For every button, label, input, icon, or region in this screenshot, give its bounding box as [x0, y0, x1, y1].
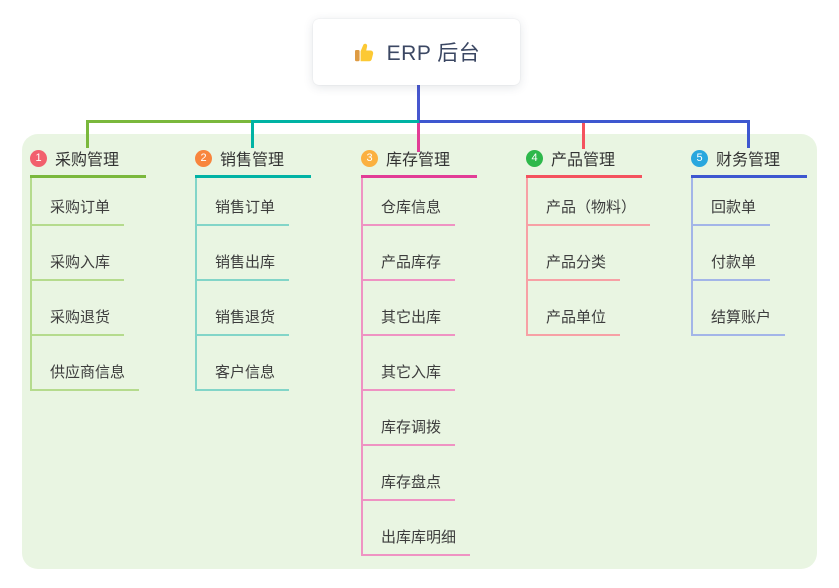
branch-children: 仓库信息 产品库存 其它出库 其它入库 库存调拨 库存盘点 出库库明细: [361, 178, 477, 556]
mindmap-node[interactable]: 产品单位: [528, 281, 621, 336]
mindmap-background-panel: [22, 134, 817, 569]
branch-finance: 5 财务管理 回款单 付款单 结算账户: [691, 146, 807, 336]
branch-label: 库存管理: [386, 152, 451, 169]
branch-label: 财务管理: [716, 152, 781, 169]
mindmap-node[interactable]: 产品（物料）: [528, 178, 651, 226]
mindmap-node[interactable]: 供应商信息: [32, 336, 140, 391]
connector-drop-branch1: [86, 120, 89, 148]
branch-purchase: 1 采购管理 采购订单 采购入库 采购退货 供应商信息: [30, 146, 146, 391]
branch-inventory: 3 库存管理 仓库信息 产品库存 其它出库 其它入库 库存调拨 库存盘点 出库库…: [361, 146, 477, 556]
connector-drop-branch3: [417, 123, 420, 152]
mindmap-node[interactable]: 出库库明细: [363, 501, 471, 556]
connector-bus-branch2: [253, 120, 419, 123]
mindmap-node[interactable]: 销售订单: [197, 178, 290, 226]
mindmap-node[interactable]: 销售出库: [197, 226, 290, 281]
branch-children: 采购订单 采购入库 采购退货 供应商信息: [30, 178, 146, 391]
branch-children: 销售订单 销售出库 销售退货 客户信息: [195, 178, 311, 391]
root-node-title: ERP 后台: [386, 42, 481, 65]
mindmap-node[interactable]: 结算账户: [693, 281, 786, 336]
thumbs-up-icon: [354, 43, 373, 62]
mindmap-node[interactable]: 回款单: [693, 178, 771, 226]
mindmap-node[interactable]: 客户信息: [197, 336, 290, 391]
mindmap-node[interactable]: 付款单: [693, 226, 771, 281]
mindmap-node[interactable]: 其它出库: [363, 281, 456, 336]
mindmap-node[interactable]: 采购退货: [32, 281, 125, 336]
branch-product: 4 产品管理 产品（物料） 产品分类 产品单位: [526, 146, 651, 336]
mindmap-node[interactable]: 销售退货: [197, 281, 290, 336]
mindmap-node[interactable]: 采购订单: [32, 178, 125, 226]
connector-drop-branch4: [582, 123, 585, 149]
mindmap-node[interactable]: 库存调拨: [363, 391, 456, 446]
mindmap-node[interactable]: 采购入库: [32, 226, 125, 281]
branch-children: 产品（物料） 产品分类 产品单位: [526, 178, 651, 336]
branch-node-sales[interactable]: 2 销售管理: [195, 146, 311, 178]
connector-bus-branch5: [419, 120, 750, 123]
connector-bus-branch1: [87, 120, 253, 123]
mindmap-node[interactable]: 产品分类: [528, 226, 621, 281]
badge-number-1: 1: [30, 149, 47, 167]
badge-number-5: 5: [691, 149, 708, 167]
root-node-erp[interactable]: ERP 后台: [313, 19, 520, 85]
branch-node-purchase[interactable]: 1 采购管理: [30, 146, 146, 178]
connector-drop-branch5: [747, 120, 750, 148]
badge-number-2: 2: [195, 149, 212, 167]
branch-label: 销售管理: [220, 152, 285, 169]
connector-drop-branch2: [251, 120, 254, 148]
branch-node-product[interactable]: 4 产品管理: [526, 146, 642, 178]
connector-root: [417, 85, 420, 122]
mindmap-node[interactable]: 产品库存: [363, 226, 456, 281]
branch-node-finance[interactable]: 5 财务管理: [691, 146, 807, 178]
badge-number-3: 3: [361, 149, 378, 167]
branch-children: 回款单 付款单 结算账户: [691, 178, 807, 336]
mindmap-node[interactable]: 其它入库: [363, 336, 456, 391]
mindmap-node[interactable]: 仓库信息: [363, 178, 456, 226]
badge-number-4: 4: [526, 149, 543, 167]
branch-node-inventory[interactable]: 3 库存管理: [361, 146, 477, 178]
branch-label: 采购管理: [55, 152, 120, 169]
branch-sales: 2 销售管理 销售订单 销售出库 销售退货 客户信息: [195, 146, 311, 391]
mindmap-node[interactable]: 库存盘点: [363, 446, 456, 501]
branch-label: 产品管理: [551, 152, 616, 169]
